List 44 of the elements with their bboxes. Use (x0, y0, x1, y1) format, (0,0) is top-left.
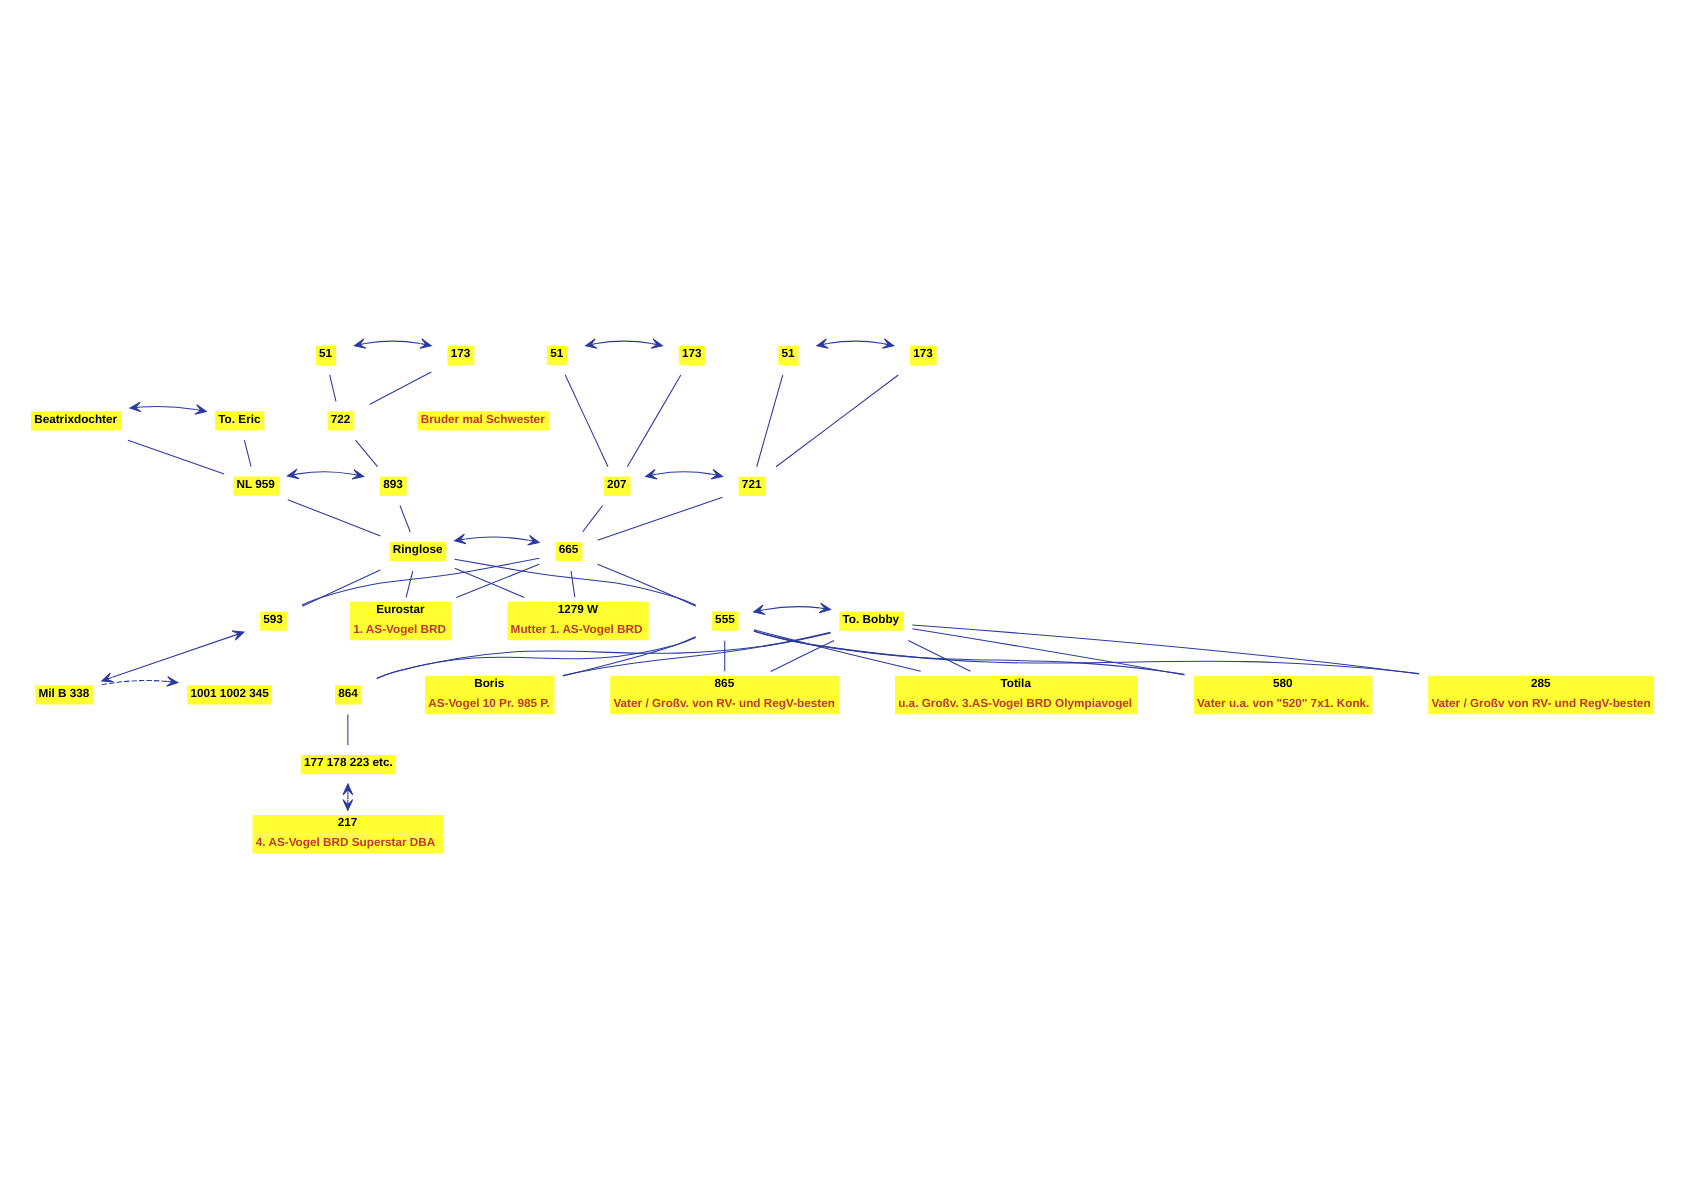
connector (369, 370, 432, 404)
connector (597, 495, 724, 540)
connector (355, 438, 379, 467)
arrow (342, 782, 354, 810)
connector (287, 498, 382, 536)
arrow (353, 337, 432, 348)
arrow (645, 467, 724, 479)
connector (454, 557, 697, 605)
arrow (101, 675, 179, 686)
connector (301, 568, 381, 606)
connector (329, 373, 337, 401)
arrow (286, 467, 365, 479)
connector (127, 438, 225, 474)
arrow (753, 601, 832, 614)
connector (907, 638, 971, 671)
connector (775, 373, 899, 467)
connector (596, 562, 697, 606)
arrow (129, 400, 207, 414)
connector (626, 373, 682, 467)
connector (405, 569, 414, 597)
connector (399, 504, 411, 532)
connector (564, 373, 609, 467)
connector (454, 566, 525, 597)
connector (301, 556, 540, 605)
connector (570, 569, 576, 597)
arrow (816, 337, 895, 348)
connector (562, 635, 697, 676)
connector (581, 504, 604, 532)
connector (911, 627, 1186, 675)
connector (753, 629, 1185, 674)
connector (562, 630, 831, 675)
connector (756, 373, 784, 467)
connector (376, 631, 832, 678)
connector (753, 629, 1420, 674)
arrow (454, 532, 540, 545)
connector (455, 562, 540, 598)
connector (724, 639, 726, 671)
connector (911, 623, 1420, 674)
connector (243, 438, 252, 467)
connector (347, 712, 349, 745)
arrow (585, 337, 664, 348)
arrow (101, 629, 245, 682)
connector (770, 638, 835, 671)
connector (753, 628, 922, 671)
